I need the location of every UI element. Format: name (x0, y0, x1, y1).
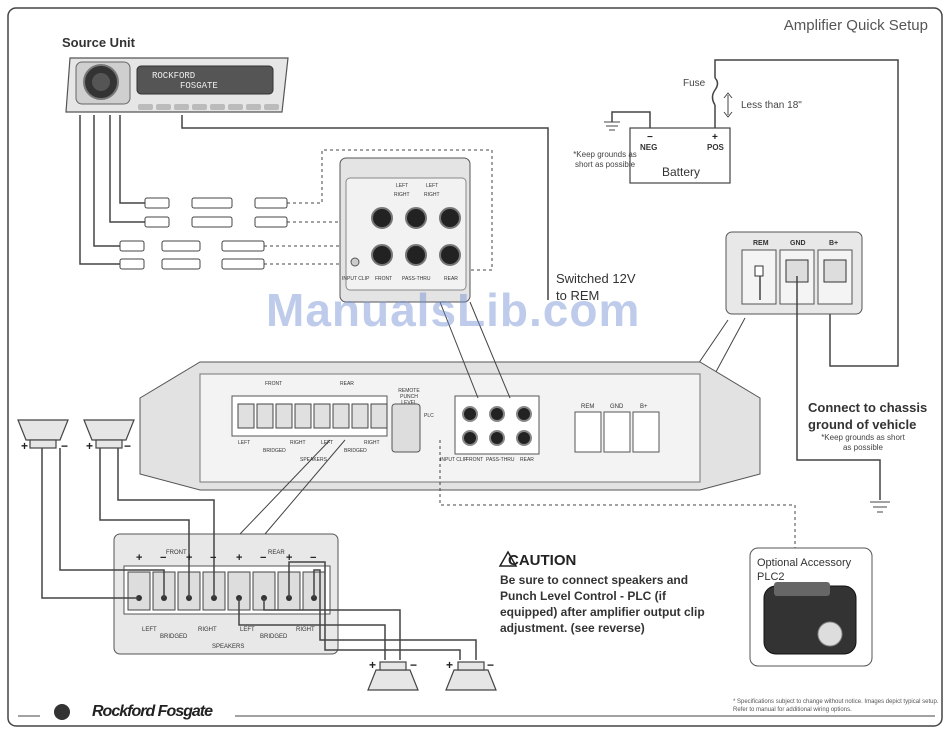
amp-plc: PLC (424, 413, 434, 419)
page-title: Amplifier Quick Setup (783, 17, 928, 34)
speaker-terminal-zoom (113, 439, 346, 655)
spk-speakers-label: SPEAKERS (212, 644, 245, 650)
speaker-plus-4: + (446, 658, 454, 672)
rca-left-label: LEFT (396, 183, 409, 189)
amp-bridged-label: BRIDGED (263, 448, 286, 454)
terminal-gnd: GND (790, 240, 806, 247)
spk-bridged-label-2: BRIDGED (260, 634, 288, 640)
spk-plus-3: + (236, 552, 243, 564)
speaker-plus-2: + (86, 439, 94, 453)
amp-bridged-label-2: BRIDGED (344, 448, 367, 454)
caution-text: Be sure to connect speakers and Punch Le… (500, 573, 705, 635)
caution-heading: CAUTION (508, 552, 577, 569)
spk-left-label-2: LEFT (240, 627, 255, 633)
spk-plus-1: + (136, 552, 143, 564)
remote-line1: Switched 12V (556, 271, 636, 286)
rca-rear: REAR (444, 276, 458, 282)
accessory-label: Optional Accessory PLC2 (757, 557, 852, 583)
display-line1: ROCKFORD (152, 71, 196, 81)
caution-icon (498, 550, 518, 567)
rca-right-label: RIGHT (394, 192, 410, 198)
watermark: ManualsLib.com (266, 284, 641, 336)
amp-terminal-bplus: B+ (640, 404, 648, 410)
rca-input-clip: INPUT CLIP (342, 276, 370, 282)
amp-front-label: FRONT (265, 381, 283, 387)
pos-sign: + (712, 132, 718, 143)
rca-pass-thru: PASS-THRU (402, 276, 431, 282)
spk-minus-3: − (260, 552, 267, 564)
speaker-wires (41, 448, 477, 660)
spk-plus-2: + (186, 552, 193, 564)
plc2-accessory (749, 547, 873, 667)
terminal-rem: REM (753, 240, 769, 247)
display-line2: FOSGATE (180, 81, 218, 91)
chassis-note: *Keep grounds as short as possible (821, 433, 905, 452)
spk-plus-4: + (286, 552, 293, 564)
footer-specs: * Specifications subject to change witho… (733, 699, 939, 713)
battery-label: Battery (662, 165, 701, 179)
speaker-minus-2: − (124, 439, 132, 453)
amp-right-label-2: RIGHT (364, 440, 380, 446)
amp-rear: REAR (520, 457, 534, 463)
pos-label: POS (707, 143, 724, 152)
spk-right-label: RIGHT (198, 627, 217, 633)
rca-right-label-2: RIGHT (424, 192, 440, 198)
spk-right-label-2: RIGHT (296, 627, 315, 633)
spk-bridged-label: BRIDGED (160, 634, 188, 640)
rca-cables (79, 115, 549, 300)
rca-panel-zoom (339, 157, 471, 303)
amp-terminal-gnd: GND (610, 404, 624, 410)
amp-left-label-2: LEFT (321, 440, 334, 446)
terminal-bplus: B+ (829, 240, 839, 247)
spk-left-label: LEFT (142, 627, 157, 633)
page-frame (7, 7, 943, 727)
brand-logo-icon (54, 704, 70, 720)
rca-plugs (119, 197, 288, 270)
amp-left-label: LEFT (238, 440, 251, 446)
spk-rear-label: REAR (268, 550, 285, 556)
speakers (17, 419, 497, 691)
spk-minus-4: − (310, 552, 317, 564)
amp-rear-label: REAR (340, 381, 354, 387)
rca-left-label-2: LEFT (426, 183, 439, 189)
amp-remote-punch: REMOTE PUNCH LEVEL (398, 388, 420, 406)
speaker-plus-3: + (369, 658, 377, 672)
fuse-label: Fuse (683, 78, 706, 89)
amp-input-clip: INPUT CLIP (440, 457, 468, 463)
source-unit (65, 57, 289, 113)
power-terminal-zoom (659, 231, 890, 513)
chassis-label: Connect to chassis ground of vehicle (808, 400, 928, 432)
amp-right-label: RIGHT (290, 440, 306, 446)
source-unit-label: Source Unit (62, 35, 135, 50)
neg-sign: − (647, 132, 653, 143)
spk-minus-1: − (160, 552, 167, 564)
rca-front: FRONT (375, 276, 393, 282)
neg-label: NEG (640, 143, 658, 152)
amp-front: FRONT (466, 457, 484, 463)
amp-speakers-label: SPEAKERS (300, 457, 327, 463)
remote-line2: to REM (556, 288, 600, 303)
spk-front-label: FRONT (166, 550, 187, 556)
speaker-minus-3: − (410, 658, 418, 672)
battery-group (604, 59, 899, 367)
amplifier (139, 301, 761, 491)
spk-minus-2: − (210, 552, 217, 564)
amp-pass-thru: PASS-THRU (486, 457, 515, 463)
speaker-minus-4: − (487, 658, 495, 672)
speaker-plus-1: + (21, 439, 29, 453)
grounds-note: *Keep grounds as short as possible (573, 150, 637, 169)
fuse-distance: Less than 18" (741, 100, 802, 111)
speaker-minus-1: − (61, 439, 69, 453)
amp-terminal-rem: REM (581, 404, 595, 410)
brand-name: Rockford Fosgate (92, 703, 213, 720)
